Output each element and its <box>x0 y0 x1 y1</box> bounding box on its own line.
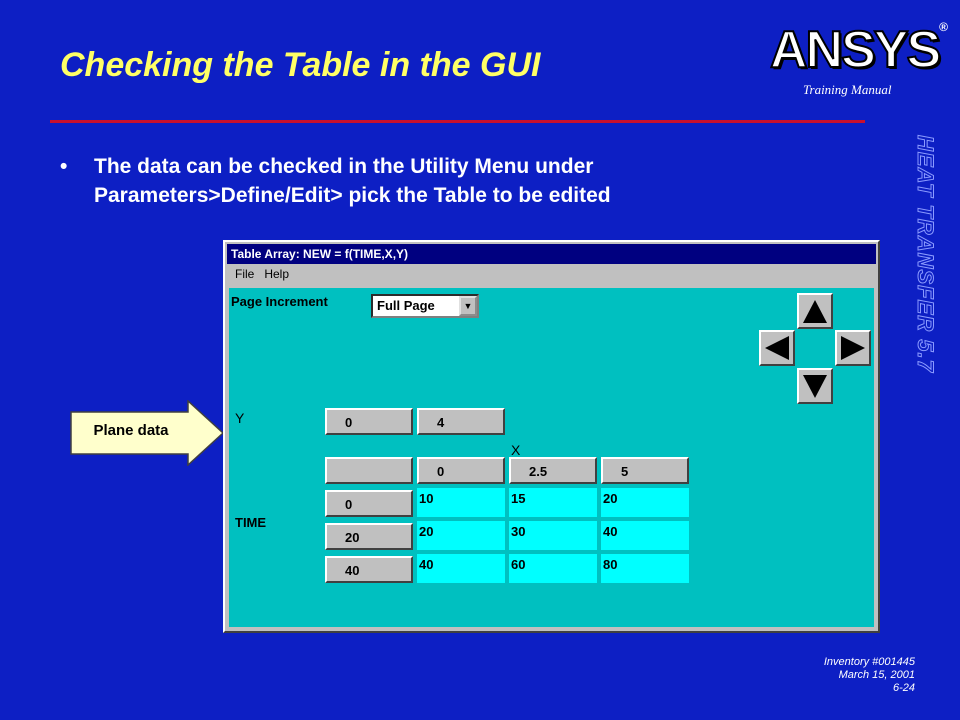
footer-date: March 15, 2001 <box>838 669 915 681</box>
table-cell[interactable]: 80 <box>601 554 689 583</box>
table-cell[interactable]: 10 <box>417 488 505 517</box>
corner-cell[interactable] <box>325 457 413 484</box>
bullet-dot: • <box>60 155 68 178</box>
y-axis-label: Y <box>235 410 245 426</box>
page-down-button[interactable] <box>797 368 833 404</box>
x-axis-label: X <box>511 442 521 458</box>
bullet-item: • The data can be checked in the Utility… <box>60 152 780 210</box>
time-axis-label: TIME <box>235 515 267 530</box>
footer-page: 6-24 <box>892 682 915 694</box>
callout-arrow-icon <box>70 400 225 466</box>
chevron-down-icon[interactable]: ▼ <box>459 296 477 316</box>
table-cell[interactable]: 15 <box>509 488 597 517</box>
training-manual-label: Training Manual <box>803 82 892 97</box>
menu-bar: File Help <box>227 264 876 284</box>
arrow-down-icon <box>803 375 827 398</box>
ansys-logo: ANSYS® <box>769 20 948 80</box>
y-value-1[interactable]: 4 <box>417 408 505 435</box>
menu-help[interactable]: Help <box>264 267 290 281</box>
table-cell[interactable]: 40 <box>601 521 689 550</box>
y-value-0[interactable]: 0 <box>325 408 413 435</box>
title-rule <box>50 120 865 123</box>
slide-title: Checking the Table in the GUI <box>60 46 541 84</box>
time-value-1[interactable]: 20 <box>325 523 413 550</box>
time-value-2[interactable]: 40 <box>325 556 413 583</box>
table-cell[interactable]: 40 <box>417 554 505 583</box>
time-value-0[interactable]: 0 <box>325 490 413 517</box>
table-client-area: Page Increment Full Page ▼ Y X TIME 0 4 … <box>229 288 874 627</box>
arrow-left-icon <box>765 336 789 360</box>
table-cell[interactable]: 20 <box>417 521 505 550</box>
table-cell[interactable]: 20 <box>601 488 689 517</box>
window-titlebar[interactable]: Table Array: NEW = f(TIME,X,Y) <box>227 244 876 264</box>
x-value-2[interactable]: 5 <box>601 457 689 484</box>
page-increment-label: Page Increment <box>231 294 328 309</box>
callout-label: Plane data <box>93 422 169 439</box>
arrow-up-icon <box>803 300 827 323</box>
table-array-window: Table Array: NEW = f(TIME,X,Y) File Help… <box>223 240 880 633</box>
table-cell[interactable]: 30 <box>509 521 597 550</box>
x-value-1[interactable]: 2.5 <box>509 457 597 484</box>
table-cell[interactable]: 60 <box>509 554 597 583</box>
arrow-right-icon <box>841 336 865 360</box>
menu-file[interactable]: File <box>235 267 255 281</box>
page-left-button[interactable] <box>759 330 795 366</box>
bullet-line-2: Parameters>Define/Edit> pick the Table t… <box>94 184 611 207</box>
page-up-button[interactable] <box>797 293 833 329</box>
bullet-line-1: The data can be checked in the Utility M… <box>94 155 594 178</box>
plane-data-callout: Plane data <box>70 400 226 466</box>
page-right-button[interactable] <box>835 330 871 366</box>
x-value-0[interactable]: 0 <box>417 457 505 484</box>
footer-inventory: Inventory #001445 <box>823 656 915 668</box>
slide-footer: Inventory #001445 March 15, 2001 6-24 <box>824 656 915 695</box>
side-heading: HEAT TRANSFER 5.7 <box>913 135 939 374</box>
page-increment-select[interactable]: Full Page ▼ <box>371 294 479 318</box>
